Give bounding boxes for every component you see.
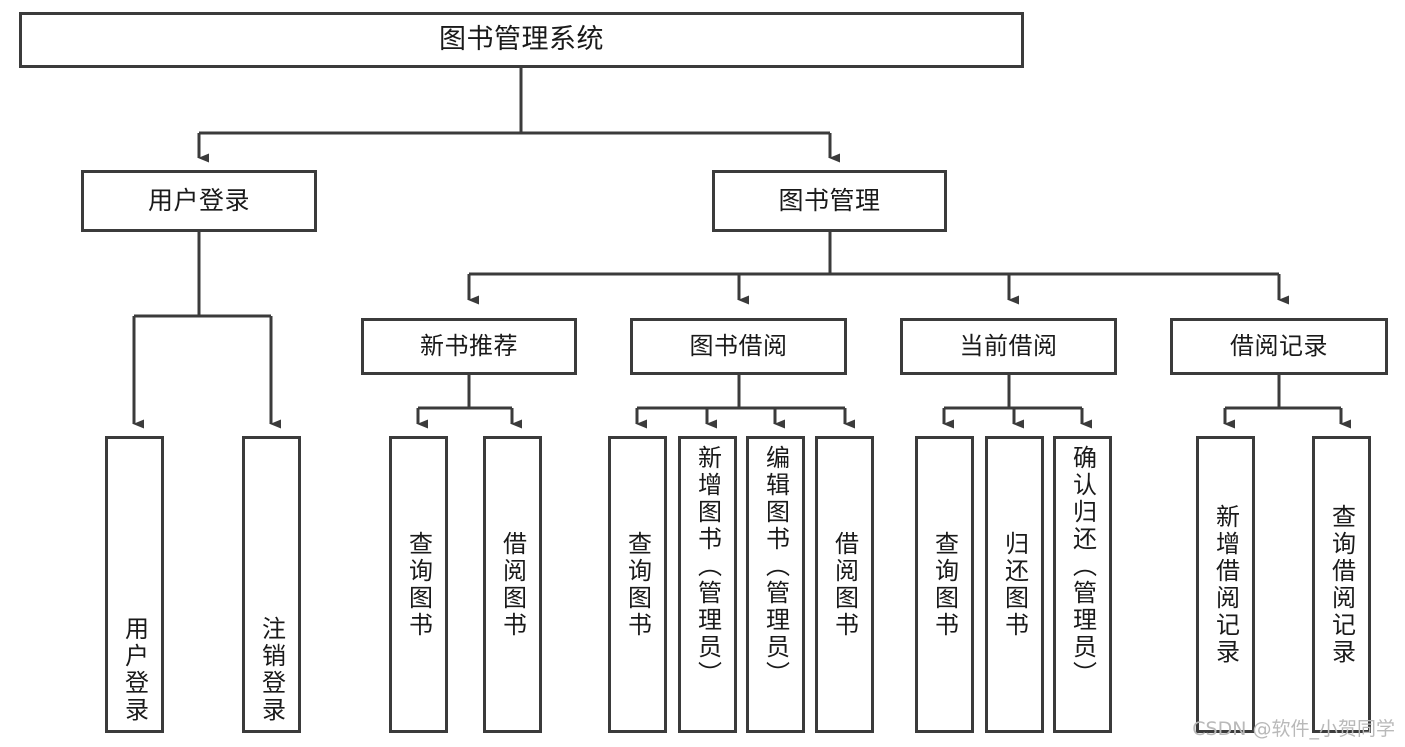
node-label: 查询借阅记录 — [1327, 503, 1356, 666]
node-label: 图书管理系统 — [439, 24, 604, 56]
leaf-confirm-return-admin[interactable]: 确认归还（管理员） — [1053, 436, 1112, 733]
node-new-book-recommendation[interactable]: 新书推荐 — [361, 318, 577, 375]
leaf-borrow-books-recommendation[interactable]: 借阅图书 — [483, 436, 542, 733]
leaf-query-books-borrowing[interactable]: 查询图书 — [608, 436, 667, 733]
node-label: 确认归还（管理员） — [1068, 445, 1097, 688]
leaf-borrow-books-borrowing[interactable]: 借阅图书 — [815, 436, 874, 733]
node-label: 归还图书 — [1000, 530, 1029, 639]
csdn-watermark: CSDN @软件_小贺同学 — [1192, 718, 1395, 740]
node-label: 借阅记录 — [1230, 331, 1328, 360]
node-label: 注销登录 — [257, 616, 286, 724]
leaf-query-borrowing-record[interactable]: 查询借阅记录 — [1312, 436, 1371, 733]
leaf-add-borrowing-record[interactable]: 新增借阅记录 — [1196, 436, 1255, 733]
node-label: 借阅图书 — [498, 530, 527, 639]
node-label: 新书推荐 — [420, 331, 518, 360]
node-label: 编辑图书（管理员） — [761, 445, 790, 688]
node-book-management[interactable]: 图书管理 — [712, 170, 947, 232]
node-label: 用户登录 — [120, 616, 149, 724]
node-current-borrowing[interactable]: 当前借阅 — [900, 318, 1117, 375]
leaf-return-books[interactable]: 归还图书 — [985, 436, 1044, 733]
leaf-add-book-admin[interactable]: 新增图书（管理员） — [678, 436, 737, 733]
node-label: 图书管理 — [778, 185, 881, 215]
node-label: 图书借阅 — [689, 331, 788, 360]
leaf-query-books-recommendation[interactable]: 查询图书 — [389, 436, 448, 733]
node-label: 查询图书 — [623, 530, 652, 639]
node-label: 新增图书（管理员） — [693, 445, 722, 688]
node-label: 新增借阅记录 — [1211, 503, 1240, 666]
leaf-edit-book-admin[interactable]: 编辑图书（管理员） — [746, 436, 805, 733]
node-label: 当前借阅 — [959, 331, 1058, 360]
leaf-user-login[interactable]: 用户登录 — [105, 436, 164, 733]
node-label: 查询图书 — [404, 530, 433, 639]
leaf-logout[interactable]: 注销登录 — [242, 436, 301, 733]
node-user-login[interactable]: 用户登录 — [81, 170, 317, 232]
node-book-borrowing[interactable]: 图书借阅 — [630, 318, 847, 375]
node-label: 查询图书 — [930, 530, 959, 639]
node-borrowing-records[interactable]: 借阅记录 — [1170, 318, 1388, 375]
leaf-query-books-current[interactable]: 查询图书 — [915, 436, 974, 733]
node-root-book-management-system[interactable]: 图书管理系统 — [19, 12, 1024, 68]
node-label: 用户登录 — [147, 185, 250, 215]
node-label: 借阅图书 — [830, 530, 859, 639]
